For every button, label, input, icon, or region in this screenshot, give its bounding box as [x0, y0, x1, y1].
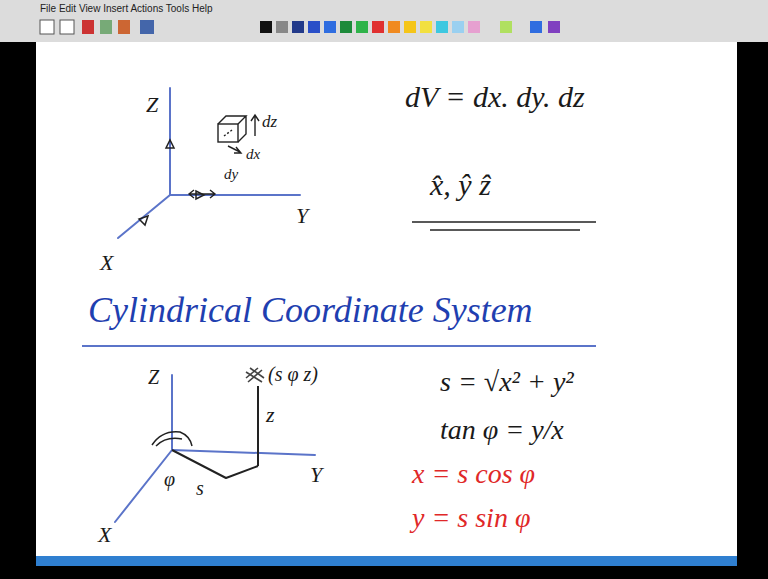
- height-label: z: [266, 402, 275, 427]
- radius-equation: s = √x² + y²: [440, 366, 574, 398]
- differential-label: dx: [246, 146, 260, 163]
- axis-label: X: [98, 522, 111, 547]
- angle-label: φ: [164, 468, 175, 491]
- conversion-equation: y = s sin φ: [412, 502, 530, 534]
- toolbar-icons: [40, 20, 560, 34]
- menu-bar: File Edit View Insert Actions Tools Help: [40, 3, 213, 15]
- point-construction: [152, 386, 258, 478]
- section-heading: Cylindrical Coordinate System: [88, 290, 533, 331]
- radius-label: s: [196, 477, 204, 500]
- axis-label: X: [100, 250, 113, 275]
- page-ground: [36, 42, 737, 556]
- scribble: [246, 368, 264, 382]
- axis-label: Z: [146, 92, 158, 117]
- volume-element-equation: dV = dx. dy. dz: [405, 80, 585, 115]
- point-coordinates: (s φ z): [268, 363, 318, 386]
- cartesian-axes: [118, 88, 300, 238]
- conversion-equation: x = s cos φ: [412, 458, 535, 490]
- differential-label: dy: [224, 166, 238, 183]
- differential-label: dz: [262, 112, 277, 132]
- heading-underline: [82, 345, 596, 347]
- axis-label: Y: [310, 462, 322, 487]
- axis-ticks: [139, 140, 204, 225]
- toolbar: [0, 0, 768, 42]
- cylindrical-axes: [115, 375, 315, 522]
- unit-vectors: x̂, ŷ ẑ: [430, 168, 491, 203]
- angle-equation: tan φ = y/x: [440, 414, 564, 446]
- underline-double: [412, 222, 596, 230]
- volume-cube: [218, 116, 246, 142]
- axis-label: Y: [296, 203, 308, 228]
- axis-label: Z: [148, 366, 159, 389]
- status-bar: [36, 556, 737, 566]
